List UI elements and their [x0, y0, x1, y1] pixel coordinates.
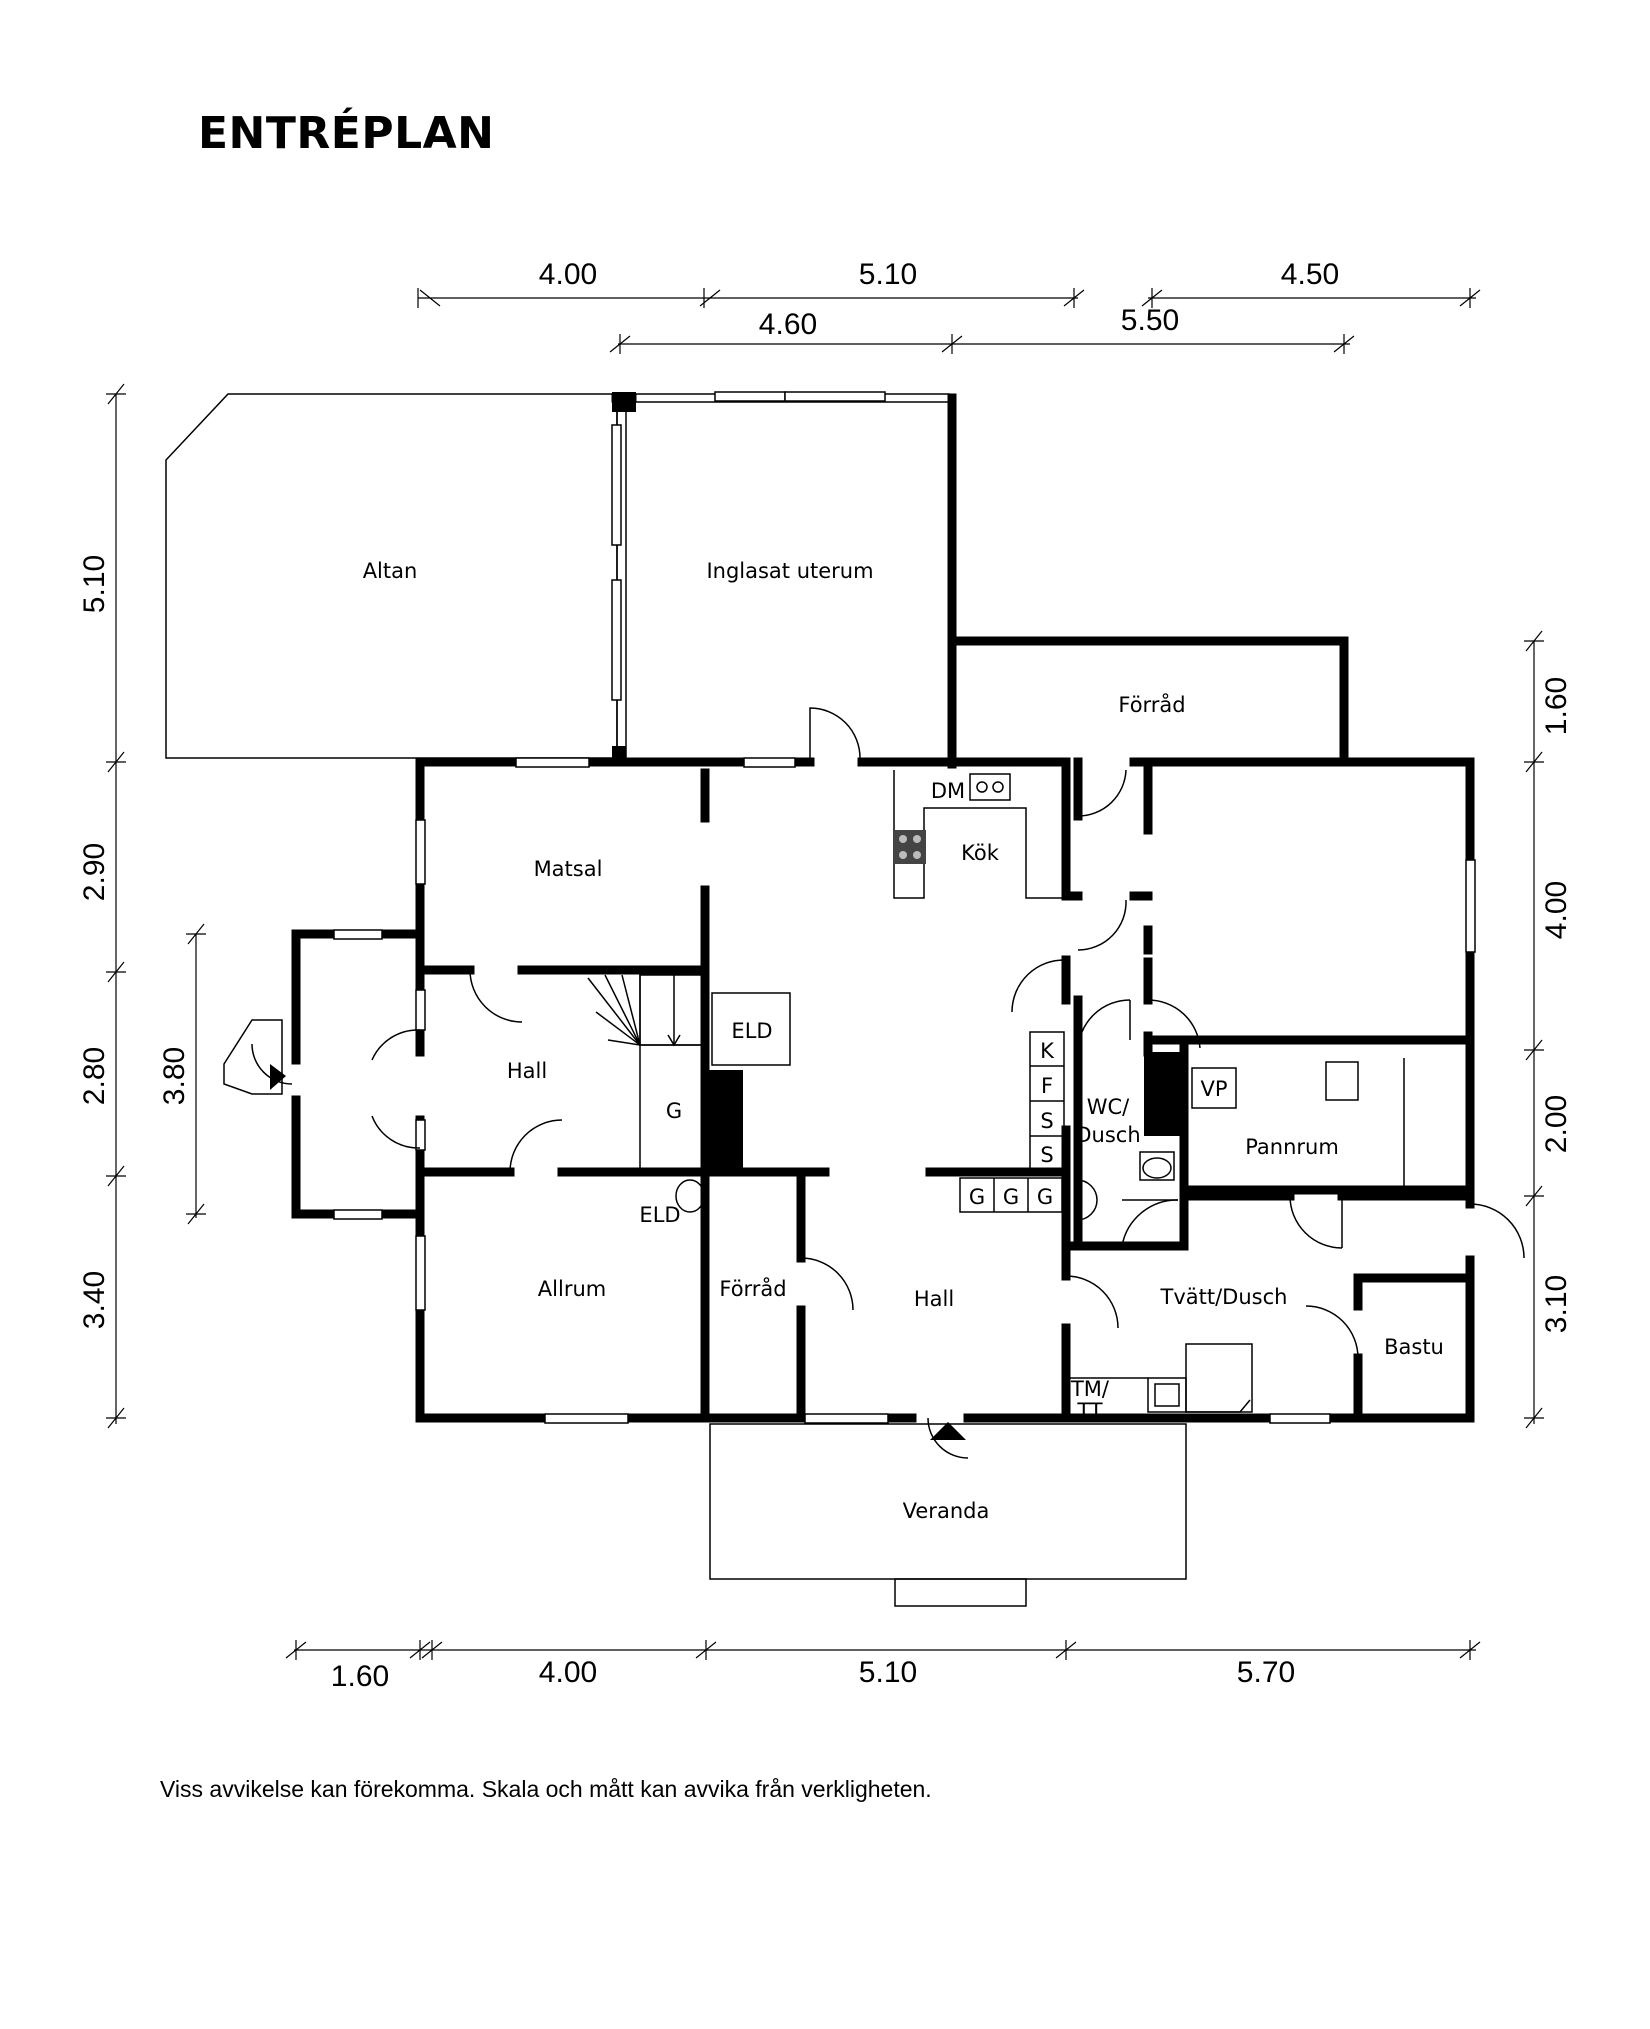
altan-outline	[165, 393, 618, 759]
dim-top2-2: 5.50	[1121, 304, 1179, 337]
dim-right-4: 3.10	[1540, 1275, 1573, 1333]
dim-right-3: 2.00	[1540, 1095, 1573, 1153]
label-g1: G	[969, 1185, 985, 1209]
walls	[291, 393, 1475, 1423]
dim-bottom-2: 4.00	[539, 1656, 597, 1689]
outdoor-outlines	[165, 393, 1187, 1607]
label-eld-box: ELD	[731, 1019, 772, 1043]
room-bastu: Bastu	[1384, 1335, 1444, 1359]
dim-bottom-1: 1.60	[331, 1660, 389, 1693]
dim-left-1: 5.10	[78, 555, 111, 613]
dim-left-inner: 3.80	[158, 1047, 191, 1105]
doors	[251, 707, 1525, 1459]
room-forrad-top: Förråd	[1118, 692, 1185, 717]
entry-step	[223, 1019, 283, 1095]
label-vp: VP	[1200, 1077, 1227, 1101]
room-hall-main: Hall	[914, 1287, 954, 1311]
label-s1: S	[1040, 1109, 1053, 1133]
veranda-step	[894, 1578, 1027, 1607]
dim-left-3: 2.80	[78, 1047, 111, 1105]
room-wc-line1: WC/	[1087, 1095, 1130, 1119]
label-s2: S	[1040, 1143, 1053, 1167]
fixture-labels: DM ELD ELD G K F S S G G G VP TM/ TT	[639, 779, 1227, 1423]
room-wc-line2: Dusch	[1075, 1123, 1140, 1147]
room-hall-left: Hall	[507, 1059, 547, 1083]
dim-top-1: 4.00	[539, 258, 597, 291]
entry-arrow-front	[930, 1422, 966, 1440]
room-labels: Altan Inglasat uterum Förråd Matsal Kök …	[363, 559, 1444, 1523]
room-tvatt: Tvätt/Dusch	[1160, 1285, 1288, 1309]
dim-bottom-3: 5.10	[859, 1656, 917, 1689]
room-pannrum: Pannrum	[1245, 1135, 1339, 1159]
dim-bottom-4: 5.70	[1237, 1656, 1295, 1689]
windows	[333, 391, 1476, 1424]
dim-left-4: 3.40	[78, 1271, 111, 1329]
page-title: ENTRÉPLAN	[198, 108, 495, 159]
label-eld-stove: ELD	[639, 1203, 680, 1227]
dim-right-1: 1.60	[1540, 677, 1573, 735]
dimension-labels: 4.00 5.10 4.50 4.60 5.50 5.10 2.90 2.80 …	[78, 258, 1573, 1693]
dim-left-2: 2.90	[78, 843, 111, 901]
interior-details	[587, 393, 1405, 1413]
room-forrad-mid: Förråd	[719, 1276, 786, 1301]
room-altan: Altan	[363, 559, 418, 583]
dim-top-2: 5.10	[859, 258, 917, 291]
disclaimer-text: Viss avvikelse kan förekomma. Skala och …	[160, 1776, 932, 1802]
stove-icon	[894, 830, 926, 864]
columns	[612, 392, 1180, 1176]
room-uterum: Inglasat uterum	[706, 559, 873, 583]
label-g3: G	[1037, 1185, 1053, 1209]
label-k: K	[1040, 1039, 1055, 1063]
label-tm: TM/	[1070, 1377, 1110, 1401]
label-f: F	[1041, 1074, 1053, 1098]
label-dm: DM	[931, 779, 965, 803]
entry-arrow-side	[270, 1064, 286, 1090]
room-kok: Kök	[961, 841, 1000, 865]
dim-right-2: 4.00	[1540, 881, 1573, 939]
label-g2: G	[1003, 1185, 1019, 1209]
dimension-lines	[106, 288, 1544, 1660]
room-matsal: Matsal	[534, 857, 603, 881]
label-tt: TT	[1076, 1399, 1102, 1423]
dim-top-3: 4.50	[1281, 258, 1339, 291]
dim-top2-1: 4.60	[759, 308, 817, 341]
label-g-stair: G	[666, 1099, 682, 1123]
room-allrum: Allrum	[538, 1277, 606, 1301]
room-veranda: Veranda	[903, 1499, 990, 1523]
